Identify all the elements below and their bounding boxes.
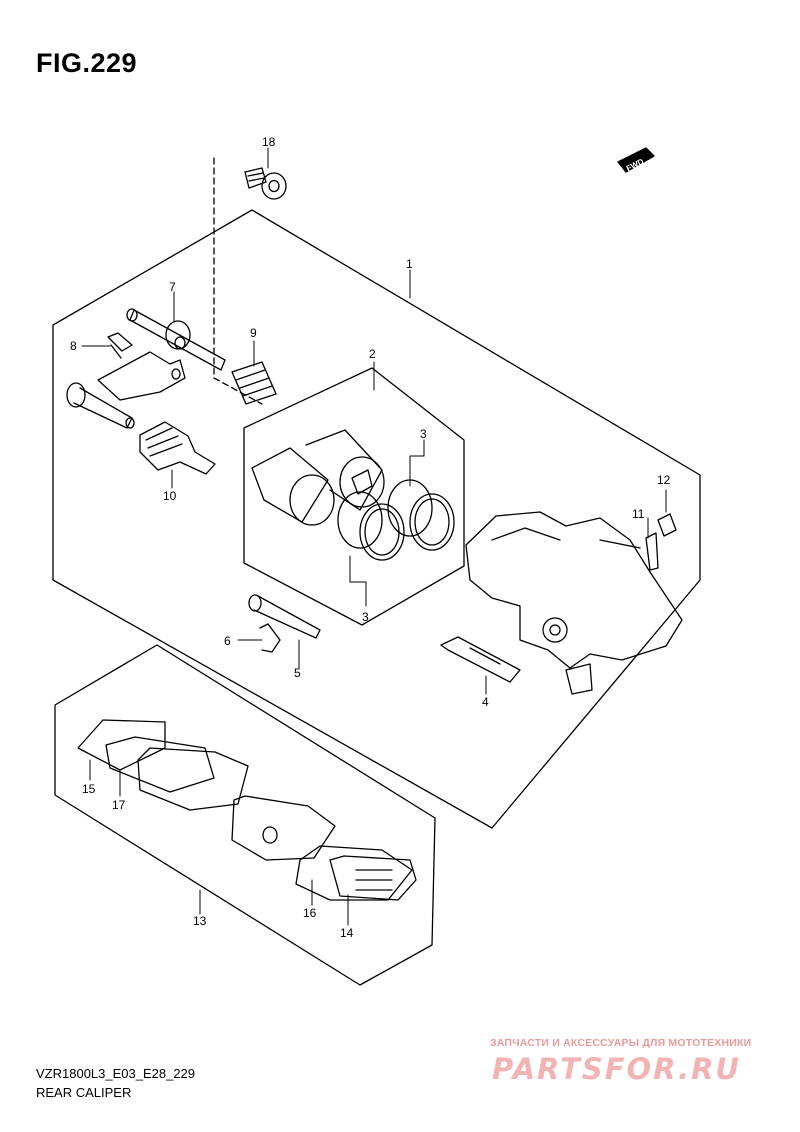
callout-7: 7 [169, 280, 176, 294]
part-18-bolt [244, 167, 287, 200]
piston-kit-outline [243, 367, 465, 626]
figure-caption: REAR CALIPER [36, 1085, 132, 1100]
callout-8: 8 [70, 339, 77, 353]
pistons [251, 429, 385, 526]
part-7-slide-pin [97, 308, 226, 401]
callout-5: 5 [294, 666, 301, 680]
pad-inner-set [77, 719, 249, 811]
watermark-tagline: ЗАПЧАСТИ И АКСЕССУАРЫ ДЛЯ МОТОТЕХНИКИ [490, 1037, 752, 1049]
callout-14: 14 [340, 926, 354, 940]
caliper-assembly-outline [52, 209, 701, 829]
callout-3-upper: 3 [420, 427, 427, 441]
part-4-spring-plate [440, 636, 521, 683]
fwd-arrow-icon [617, 147, 655, 173]
lower-slide-pin [66, 382, 135, 429]
leader-lines [81, 147, 667, 926]
callout-15: 15 [82, 782, 96, 796]
callout-2: 2 [369, 347, 376, 361]
part-10-boot [139, 421, 216, 475]
callout-6: 6 [224, 634, 231, 648]
callout-10: 10 [163, 489, 177, 503]
callout-9: 9 [250, 326, 257, 340]
figure-title: FIG.229 [36, 48, 138, 78]
part-11-bleeder-screw [645, 532, 659, 571]
part-8-clip [107, 332, 133, 359]
model-code: VZR1800L3_E03_E28_229 [36, 1066, 196, 1081]
part-5-pad-pin [248, 594, 321, 639]
part-12-bleeder-cap [657, 513, 677, 537]
callout-18: 18 [262, 135, 276, 149]
callout-4: 4 [482, 695, 489, 709]
piston-seals [337, 479, 455, 561]
bolt-guide-line [213, 157, 263, 405]
callout-16: 16 [303, 906, 317, 920]
callout-12: 12 [657, 473, 671, 487]
watermark-logo: PARTSFOR.RU [492, 1052, 741, 1086]
callout-11: 11 [632, 507, 645, 521]
callout-13: 13 [193, 914, 207, 928]
pad-set-outline [54, 644, 436, 986]
pad-outer-set [231, 795, 417, 901]
part-6-clip [259, 623, 281, 653]
callout-1: 1 [406, 257, 413, 271]
callout-17: 17 [112, 798, 126, 812]
caliper-body [465, 511, 683, 695]
callout-3-lower: 3 [362, 610, 369, 624]
part-9-boot [231, 361, 277, 405]
